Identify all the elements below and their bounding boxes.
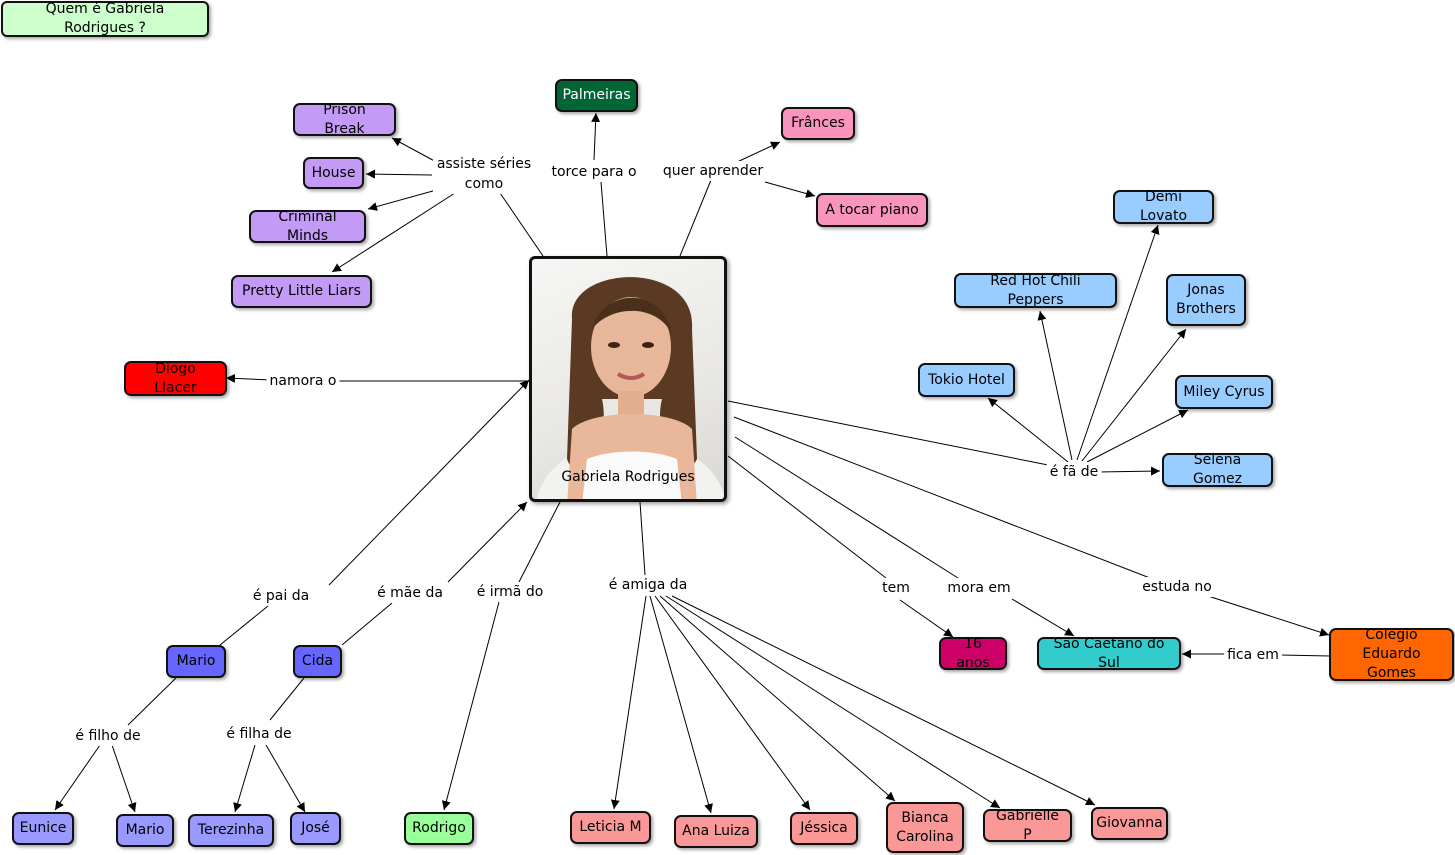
- label-fica: fica em: [1224, 645, 1282, 665]
- label-mora: mora em: [944, 578, 1014, 598]
- label-quer-aprender: quer aprender: [659, 161, 767, 181]
- connector-line: [665, 595, 1001, 809]
- connector-line: [727, 455, 887, 579]
- node-rhcp[interactable]: Red Hot Chili Peppers: [954, 273, 1117, 308]
- connector-line: [1081, 328, 1187, 462]
- connector-line: [341, 602, 393, 646]
- node-tokio-hotel[interactable]: Tokio Hotel: [918, 363, 1015, 397]
- connector-line: [734, 141, 781, 164]
- node-bianca[interactable]: Bianca Carolina: [886, 802, 964, 853]
- node-rodrigo[interactable]: Rodrigo: [404, 812, 474, 845]
- connector-line: [987, 397, 1069, 463]
- connector-line: [727, 400, 1049, 466]
- connector-line: [659, 595, 896, 802]
- node-diogo-llacer[interactable]: Diogo Llacer: [124, 361, 227, 396]
- connector-line: [1279, 654, 1331, 657]
- connector-line: [331, 192, 456, 273]
- label-filha: é filha de: [223, 724, 295, 744]
- connector-line: [269, 677, 305, 721]
- node-mario-father[interactable]: Mario: [166, 645, 226, 678]
- node-jessica[interactable]: Jéssica: [790, 812, 858, 845]
- connector-line: [679, 179, 712, 257]
- connector-line: [497, 189, 544, 257]
- node-house[interactable]: House: [303, 157, 364, 189]
- node-piano[interactable]: A tocar piano: [816, 193, 928, 227]
- node-eunice[interactable]: Eunice: [12, 812, 74, 845]
- connector-line: [447, 501, 528, 583]
- connector-line: [233, 744, 256, 813]
- connector-line: [733, 416, 1151, 579]
- node-sao-caetano[interactable]: São Caetano do Sul: [1037, 636, 1181, 671]
- label-fa-de: é fã de: [1046, 462, 1102, 482]
- node-criminal-minds[interactable]: Criminal Minds: [249, 209, 366, 244]
- connector-line: [671, 595, 1096, 806]
- connector-line: [764, 181, 816, 198]
- connector-line: [54, 744, 101, 811]
- connector-line: [734, 436, 959, 579]
- connector-line: [899, 599, 954, 638]
- connector-line: [225, 373, 273, 383]
- connector-line: [365, 169, 433, 179]
- portrait-image: [537, 277, 724, 499]
- node-palmeiras[interactable]: Palmeiras: [555, 79, 638, 112]
- connector-line: [1086, 409, 1189, 463]
- label-mae: é mãe da: [374, 583, 446, 603]
- label-pai: é pai da: [249, 586, 313, 606]
- node-cida[interactable]: Cida: [293, 645, 342, 678]
- connector-line: [367, 188, 441, 211]
- node-demi-lovato[interactable]: Demi Lovato: [1113, 189, 1214, 224]
- label-tem: tem: [879, 578, 913, 598]
- label-torce: torce para o: [548, 162, 640, 182]
- node-prison-break[interactable]: Prison Break: [293, 102, 396, 137]
- node-pretty-little-liars[interactable]: Pretty Little Liars: [231, 275, 372, 308]
- label-namora: namora o: [266, 371, 340, 391]
- node-colegio[interactable]: Colegio Eduardo Gomes: [1329, 627, 1454, 681]
- connector-line: [441, 601, 500, 811]
- connector-line: [1037, 310, 1073, 461]
- map-title: Quem é Gabriela Rodrigues ?: [1, 1, 209, 37]
- label-estuda: estuda no: [1139, 577, 1215, 597]
- connector-line: [600, 181, 608, 257]
- label-assiste: assiste séries como: [433, 154, 535, 194]
- connector-line: [1207, 595, 1330, 637]
- connector-line: [1097, 466, 1161, 476]
- connector-line: [328, 379, 530, 586]
- node-jose[interactable]: José: [290, 812, 341, 845]
- label-irma: é irmã do: [473, 582, 547, 602]
- node-age[interactable]: 16 anos: [939, 636, 1007, 671]
- connector-line: [1076, 224, 1160, 461]
- connector-line: [518, 501, 561, 583]
- node-jonas-brothers[interactable]: Jonas Brothers: [1166, 274, 1246, 326]
- connector-line: [610, 595, 647, 810]
- connector-line: [1011, 598, 1075, 637]
- node-ana-luiza[interactable]: Ana Luiza: [674, 815, 758, 848]
- connector-line: [265, 744, 306, 813]
- connector-line: [219, 605, 269, 646]
- label-amiga: é amiga da: [605, 575, 691, 595]
- label-filho: é filho de: [72, 726, 144, 746]
- connector-line: [654, 595, 811, 811]
- node-frances[interactable]: Frânces: [781, 107, 855, 140]
- connector-line: [127, 677, 177, 726]
- node-terezinha[interactable]: Terezinha: [188, 814, 274, 847]
- node-gabrielle[interactable]: Gabrielle P: [983, 808, 1072, 843]
- node-mario-son[interactable]: Mario: [116, 814, 174, 847]
- center-photo[interactable]: Gabriela Rodrigues: [529, 256, 727, 502]
- node-selena-gomez[interactable]: Selena Gomez: [1162, 452, 1273, 487]
- connector-line: [111, 744, 137, 813]
- connector-line: [391, 137, 441, 165]
- node-giovanna[interactable]: Giovanna: [1091, 807, 1168, 840]
- connector-line: [591, 112, 601, 161]
- node-leticia[interactable]: Leticia M: [570, 811, 651, 844]
- connector-line: [649, 595, 713, 814]
- center-caption: Gabriela Rodrigues: [561, 469, 695, 485]
- connector-line: [639, 501, 646, 576]
- node-miley-cyrus[interactable]: Miley Cyrus: [1175, 375, 1273, 409]
